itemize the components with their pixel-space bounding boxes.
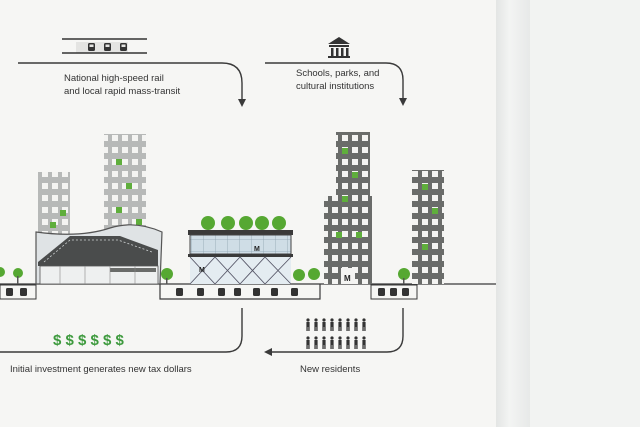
person-icon: [330, 318, 334, 331]
people-icon: [306, 318, 366, 349]
tree-icon: [398, 268, 410, 280]
metro-sign-right: M: [344, 274, 351, 283]
arrow-residents: [264, 308, 404, 356]
right-train-platform: [370, 284, 418, 300]
left-tower-short: [38, 172, 70, 244]
train-icon: [378, 288, 409, 296]
person-icon: [354, 318, 358, 331]
person-icon: [338, 318, 342, 331]
right-tower-tall: M: [324, 132, 372, 284]
train-icon: [6, 288, 27, 296]
person-icon: [346, 318, 350, 331]
label-tax: Initial investment generates new tax dol…: [10, 364, 192, 375]
arrow-schools: [265, 62, 407, 106]
person-icon: [322, 318, 326, 331]
person-icon: [306, 336, 310, 349]
tree-icon: [293, 268, 320, 281]
person-icon: [322, 336, 326, 349]
museum-icon: [328, 37, 350, 58]
dollar-icon: $ $ $ $ $ $: [53, 332, 125, 349]
background-right: [530, 0, 640, 427]
label-rail: National high-speed rail and local rapid…: [64, 73, 181, 97]
label-residents: New residents: [300, 364, 361, 375]
person-icon: [330, 336, 334, 349]
station-building: [35, 224, 163, 285]
right-tower-short: [412, 170, 444, 284]
glass-building: M M: [188, 216, 293, 285]
train-icon: [176, 288, 298, 296]
person-icon: [314, 336, 318, 349]
metro-sign-center-lower: M: [199, 267, 205, 274]
tree-icon: [0, 267, 173, 280]
label-schools: Schools, parks, and cultural institution…: [296, 68, 380, 92]
arrow-rail: [18, 62, 246, 107]
metro-sign-center: M: [254, 246, 260, 253]
page-edge: [496, 0, 530, 427]
center-train-platform: [159, 284, 321, 300]
train-icon: [88, 43, 127, 51]
left-train-platform: [0, 284, 37, 300]
person-icon: [362, 318, 366, 331]
roof-trees: [201, 216, 286, 230]
person-icon: [354, 336, 358, 349]
arrow-tax: [0, 308, 243, 353]
person-icon: [314, 318, 318, 331]
person-icon: [346, 336, 350, 349]
person-icon: [306, 318, 310, 331]
person-icon: [362, 336, 366, 349]
person-icon: [338, 336, 342, 349]
train-icon-strip: [62, 38, 147, 54]
